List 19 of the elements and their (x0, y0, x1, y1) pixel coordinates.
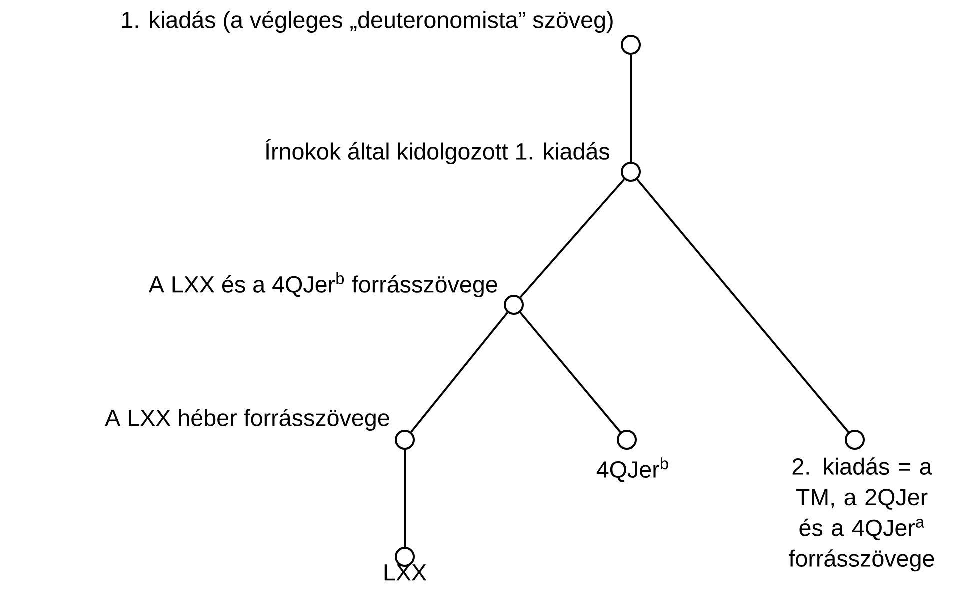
node-label: 1. kiadás (a végleges „deuteronomista” szöveg) (122, 10, 613, 34)
node-label: Írnokok által kidolgozott 1. kiadás (266, 139, 610, 165)
node-label: 2. kiadás = a TM, a 2QJer és a 4QJer$^{a}$ forrásszövege (789, 458, 934, 572)
connector-line (630, 55, 632, 162)
circle-node (621, 35, 641, 55)
connector-line (410, 312, 508, 433)
node-label: LXX (384, 564, 427, 581)
circle-node (504, 295, 524, 315)
connector-line (520, 312, 622, 433)
circle-node (617, 430, 637, 450)
node-label: A LXX és a 4QJer$^{b}$ forrásszövege (148, 272, 498, 298)
connector-line (404, 450, 406, 547)
connector-line (636, 179, 850, 433)
circle-node (845, 430, 865, 450)
node-label: A LXX héber forrásszövege (105, 408, 390, 432)
circle-node (395, 430, 415, 450)
node-label: 4QJer$^{b}$ (596, 458, 668, 482)
connector-line (520, 178, 626, 298)
circle-node (621, 162, 641, 182)
